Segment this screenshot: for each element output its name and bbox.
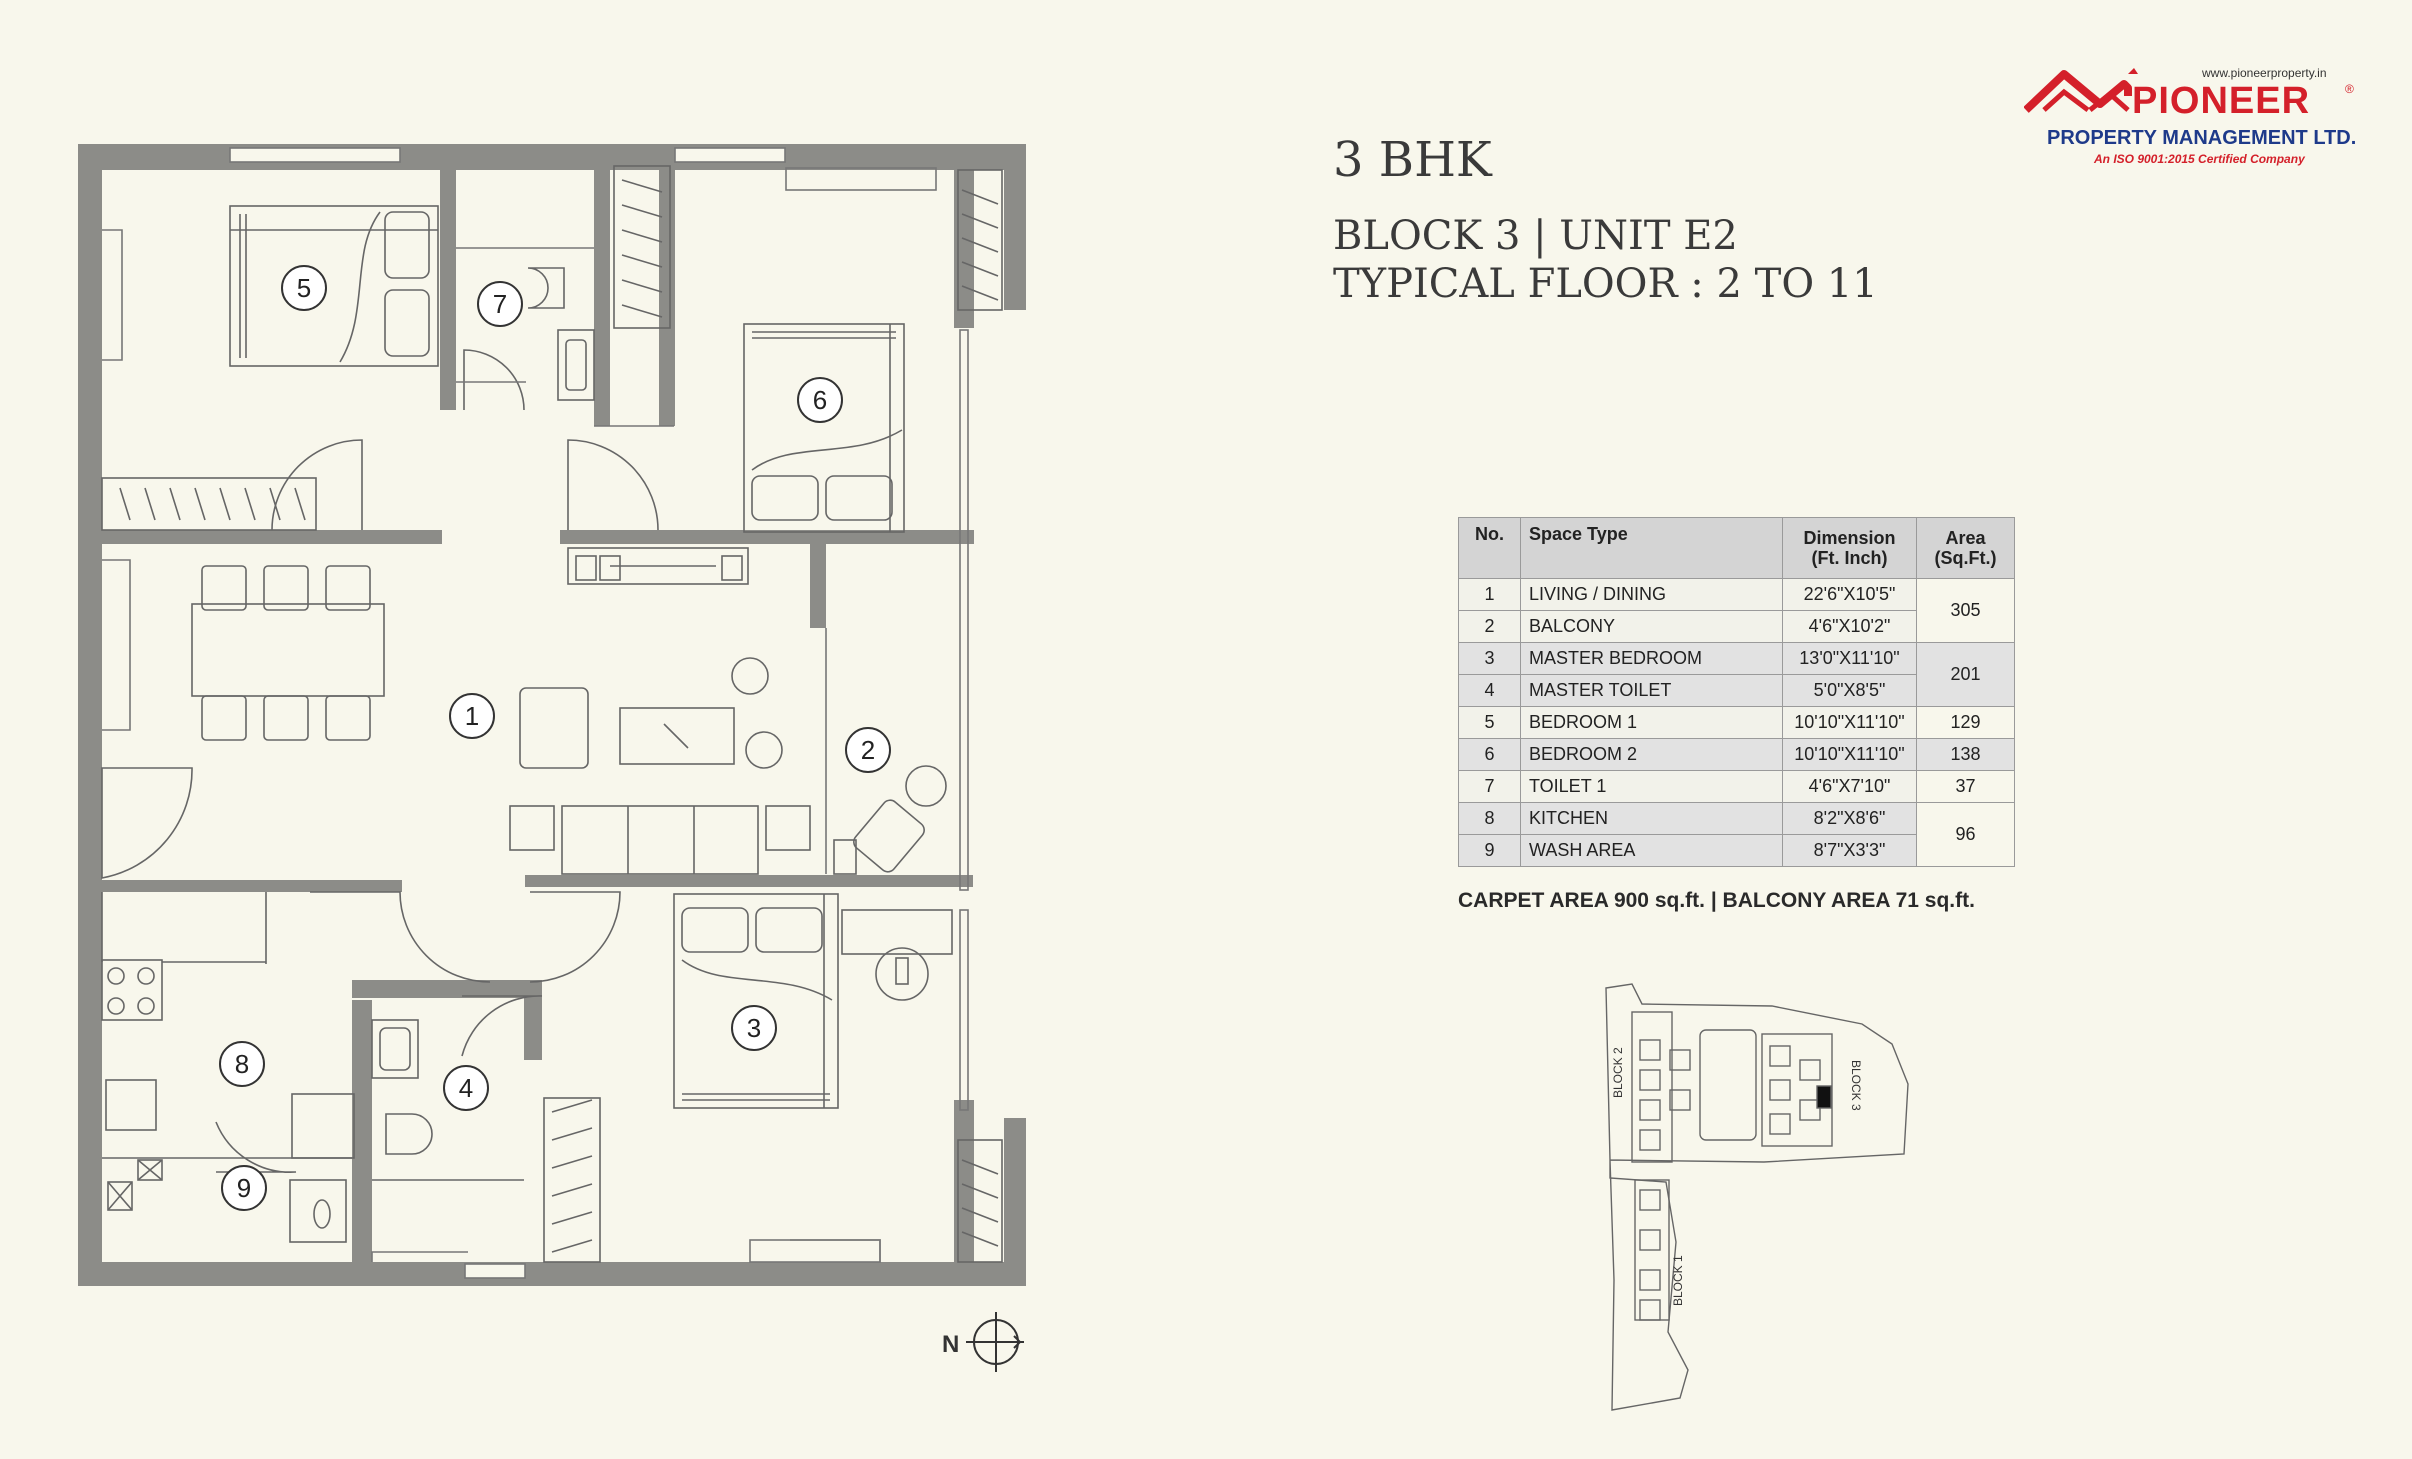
svg-text:BLOCK 3: BLOCK 3 — [1849, 1060, 1863, 1111]
pioneer-logo — [2024, 68, 2138, 113]
logo-subtitle: PROPERTY MANAGEMENT LTD. — [2047, 127, 2357, 149]
header-dimension: Dimension (Ft. Inch) — [1782, 517, 1917, 579]
room-marker-1: 1 — [449, 693, 495, 739]
row-space: KITCHEN — [1520, 802, 1783, 835]
row-dimension: 5'0"X8'5" — [1782, 674, 1917, 707]
svg-text:6: 6 — [813, 385, 827, 415]
fixtures — [101, 267, 953, 1243]
svg-text:4: 4 — [459, 1073, 473, 1103]
wardrobes — [101, 165, 1003, 1263]
header-dimension-unit: (Ft. Inch) — [1811, 548, 1888, 568]
row-area: 138 — [1916, 738, 2015, 771]
doors — [101, 349, 659, 1173]
row-no: 4 — [1458, 674, 1521, 707]
svg-text:5: 5 — [297, 273, 311, 303]
row-no: 2 — [1458, 610, 1521, 643]
logo-iso: An ISO 9001:2015 Certified Company — [2094, 152, 2305, 166]
room-marker-8: 8 — [219, 1041, 265, 1087]
living-set — [509, 547, 947, 875]
row-dimension: 8'7"X3'3" — [1782, 834, 1917, 867]
table-row: 5 BEDROOM 1 10'10"X11'10" 129 — [1458, 706, 2015, 739]
row-no: 5 — [1458, 706, 1521, 739]
row-no: 8 — [1458, 802, 1521, 835]
row-no: 7 — [1458, 770, 1521, 803]
row-dimension: 4'6"X7'10" — [1782, 770, 1917, 803]
row-space: MASTER TOILET — [1520, 674, 1783, 707]
table-header-row: No. Space Type Dimension (Ft. Inch) Area… — [1458, 517, 2015, 579]
row-no: 1 — [1458, 578, 1521, 611]
row-space: TOILET 1 — [1520, 770, 1783, 803]
north-arrow: N — [942, 1312, 1024, 1372]
table-row: 1 LIVING / DINING 22'6"X10'5" 305 — [1458, 578, 2015, 643]
row-area: 201 — [1916, 642, 2015, 707]
svg-text:7: 7 — [493, 289, 507, 319]
row-dimension: 13'0"X11'10" — [1782, 642, 1917, 675]
beds — [229, 205, 905, 1109]
header-no: No. — [1458, 517, 1521, 579]
room-marker-7: 7 — [477, 281, 523, 327]
room-marker-3: 3 — [731, 1005, 777, 1051]
table-row: 6 BEDROOM 2 10'10"X11'10" 138 — [1458, 738, 2015, 771]
floor-label: TYPICAL FLOOR : 2 TO 11 — [1333, 261, 1878, 307]
room-marker-6: 6 — [797, 377, 843, 423]
row-space: LIVING / DINING — [1520, 578, 1783, 611]
dining-set — [191, 565, 385, 741]
row-no: 6 — [1458, 738, 1521, 771]
row-area: 305 — [1916, 578, 2015, 643]
room-marker-4: 4 — [443, 1065, 489, 1111]
table-row: 3 MASTER BEDROOM 13'0"X11'10" 201 — [1458, 642, 2015, 707]
row-space: BALCONY — [1520, 610, 1783, 643]
row-no: 9 — [1458, 834, 1521, 867]
header-area-label: Area — [1945, 528, 1986, 548]
row-space: WASH AREA — [1520, 834, 1783, 867]
header-dimension-label: Dimension — [1803, 528, 1896, 548]
row-dimension: 8'2"X8'6" — [1782, 802, 1917, 835]
area-summary: CARPET AREA 900 sq.ft. | BALCONY AREA 71… — [1458, 889, 1975, 912]
header-area-unit: (Sq.Ft.) — [1934, 548, 1997, 568]
table-row: 8 KITCHEN 8'2"X8'6" 96 — [1458, 802, 2015, 867]
row-dimension: 10'10"X11'10" — [1782, 706, 1917, 739]
header-space-type: Space Type — [1520, 517, 1783, 579]
svg-text:2: 2 — [861, 735, 875, 765]
key-plan: BLOCK 2 BLOCK 3 BLOCK 1 — [1605, 983, 1909, 1411]
row-area: 96 — [1916, 802, 2015, 867]
table-row: 2 BALCONY 4'6"X10'2" — [1458, 610, 2015, 643]
svg-text:BLOCK 1: BLOCK 1 — [1671, 1255, 1685, 1306]
windows — [229, 147, 969, 1279]
svg-text:9: 9 — [237, 1173, 251, 1203]
title-block: 3 BHK BLOCK 3 | UNIT E2 TYPICAL FLOOR : … — [1333, 130, 1878, 308]
svg-text:8: 8 — [235, 1049, 249, 1079]
area-table: No. Space Type Dimension (Ft. Inch) Area… — [1458, 517, 2015, 867]
room-marker-5: 5 — [281, 265, 327, 311]
row-no: 3 — [1458, 642, 1521, 675]
block-unit-label: BLOCK 3 | UNIT E2 — [1333, 213, 1738, 259]
partitions — [102, 229, 881, 1262]
row-dimension: 4'6"X10'2" — [1782, 610, 1917, 643]
row-space: BEDROOM 1 — [1520, 706, 1783, 739]
header-area: Area (Sq.Ft.) — [1916, 517, 2015, 579]
table-row: 7 TOILET 1 4'6"X7'10" 37 — [1458, 770, 2015, 803]
table-row: 4 MASTER TOILET 5'0"X8'5" — [1458, 674, 2015, 707]
row-area: 129 — [1916, 706, 2015, 739]
row-space: BEDROOM 2 — [1520, 738, 1783, 771]
row-space: MASTER BEDROOM — [1520, 642, 1783, 675]
row-area: 37 — [1916, 770, 2015, 803]
room-marker-2: 2 — [845, 727, 891, 773]
logo-registered: ® — [2345, 82, 2354, 96]
row-dimension: 10'10"X11'10" — [1782, 738, 1917, 771]
logo-name: PIONEER — [2132, 80, 2311, 122]
logo-url: www.pioneerproperty.in — [2202, 66, 2327, 80]
unit-type-title: 3 BHK — [1333, 132, 1492, 188]
row-dimension: 22'6"X10'5" — [1782, 578, 1917, 611]
svg-text:1: 1 — [465, 701, 479, 731]
table-row: 9 WASH AREA 8'7"X3'3" — [1458, 834, 2015, 867]
room-markers: 1 2 3 4 5 6 7 8 9 — [219, 265, 891, 1211]
svg-text:BLOCK 2: BLOCK 2 — [1611, 1047, 1625, 1098]
svg-text:3: 3 — [747, 1013, 761, 1043]
room-marker-9: 9 — [221, 1165, 267, 1211]
svg-text:N: N — [942, 1331, 959, 1358]
outer-walls — [78, 144, 1026, 1286]
